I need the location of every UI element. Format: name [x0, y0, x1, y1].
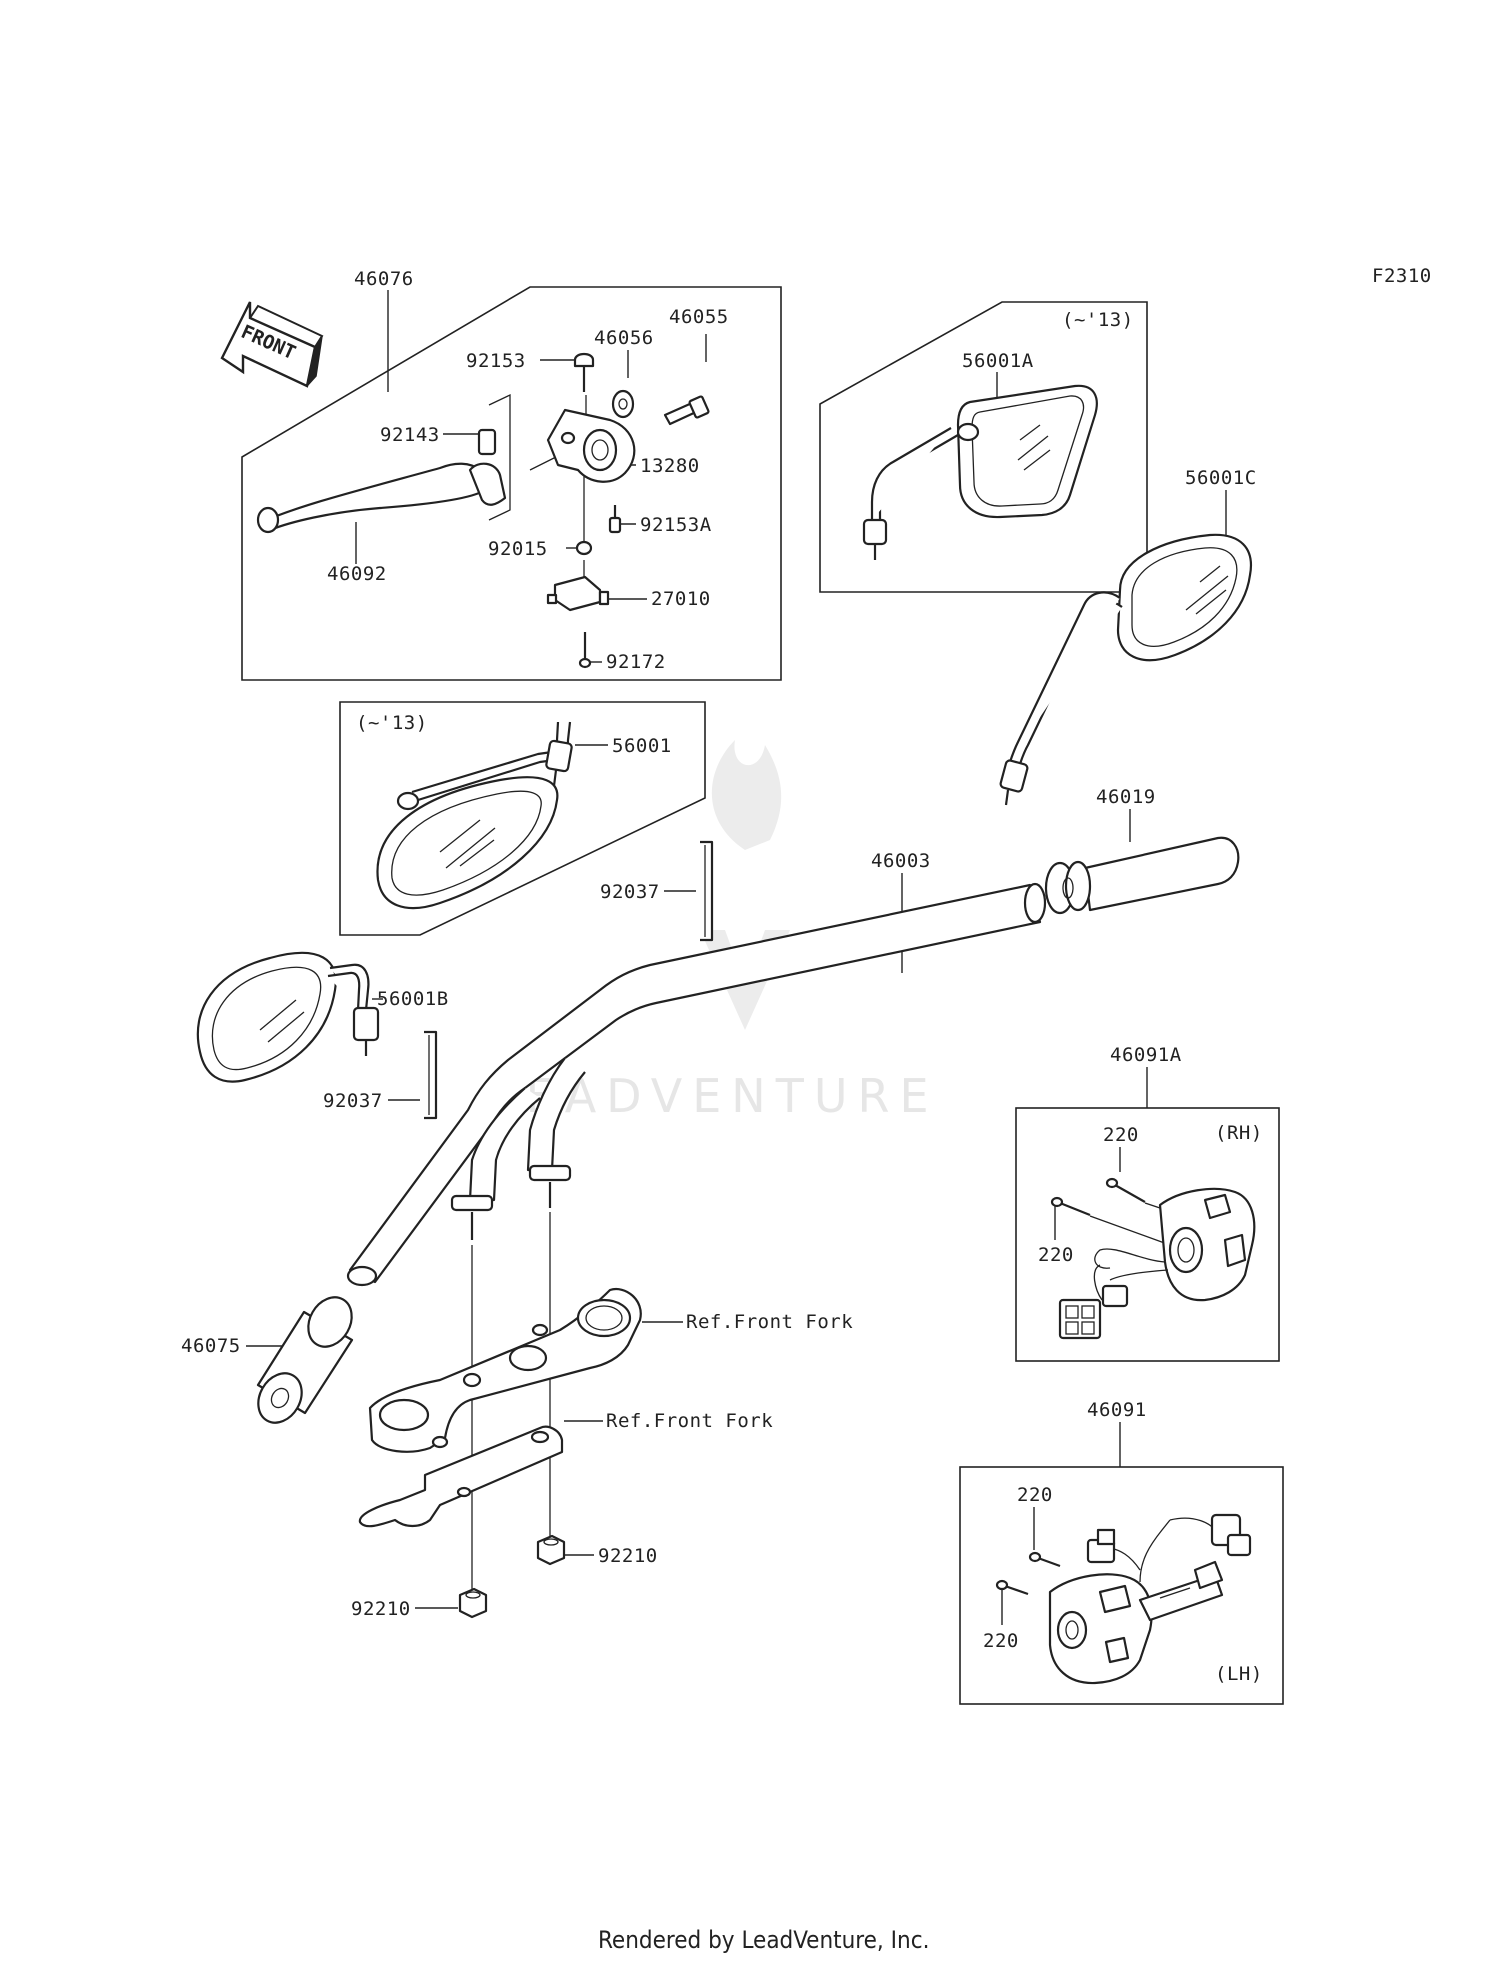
- year-note-b: (~'13): [356, 712, 428, 734]
- callout-92153a: 92153A: [640, 514, 712, 536]
- callout-220-d: 220: [983, 1630, 1019, 1652]
- mirror-56001-box: (~'13) 56001: [339, 701, 706, 936]
- handlebar-holder: Ref.Front Fork: [368, 1287, 853, 1453]
- callout-46091: 46091: [1087, 1399, 1147, 1421]
- callout-92153: 92153: [466, 350, 526, 372]
- ref-front-fork-2: Ref.Front Fork: [606, 1410, 773, 1432]
- handlebar-46003: 46003: [346, 850, 1047, 1590]
- grip-46075: 46075: [181, 1296, 354, 1424]
- callout-92037-a: 92037: [600, 881, 660, 903]
- callout-92172: 92172: [606, 651, 666, 673]
- callout-92210-b: 92210: [351, 1598, 411, 1620]
- callout-46019: 46019: [1096, 786, 1156, 808]
- callout-46076: 46076: [354, 268, 414, 290]
- front-arrow-icon: FRONT: [220, 301, 324, 388]
- callout-92143: 92143: [380, 424, 440, 446]
- grip-46019: 46019: [1044, 786, 1240, 915]
- nut-92210-a: 92210: [536, 1534, 658, 1567]
- callout-56001c: 56001C: [1185, 467, 1257, 489]
- callout-46092: 46092: [327, 563, 387, 585]
- callout-46075: 46075: [181, 1335, 241, 1357]
- figure-code: F2310: [1372, 265, 1432, 287]
- callout-92037-b: 92037: [323, 1090, 383, 1112]
- lh-note: (LH): [1215, 1663, 1263, 1685]
- callout-46056: 46056: [594, 327, 654, 349]
- mirror-56001c: 56001C: [999, 467, 1257, 806]
- ref-front-fork-1: Ref.Front Fork: [686, 1311, 853, 1333]
- callout-46091a: 46091A: [1110, 1044, 1182, 1066]
- callout-46055: 46055: [669, 306, 729, 328]
- nut-92210-b: 92210: [351, 1587, 488, 1620]
- callout-56001b: 56001B: [377, 988, 449, 1010]
- year-note-a: (~'13): [1062, 309, 1134, 331]
- mirror-56001b: 56001B: [196, 951, 449, 1083]
- bracket-plate: Ref.Front Fork: [358, 1410, 773, 1528]
- footer-text: Rendered by LeadVenture, Inc.: [598, 1926, 929, 1954]
- rh-note: (RH): [1215, 1122, 1263, 1144]
- callout-92210-a: 92210: [598, 1545, 658, 1567]
- callout-46003: 46003: [871, 850, 931, 872]
- cable-clip-92037-a: 92037: [600, 840, 714, 942]
- cable-clip-92037-b: 92037: [323, 1030, 438, 1120]
- lh-switch-box: 46091 (LH) 220 220: [959, 1399, 1284, 1705]
- callout-220-b: 220: [1038, 1244, 1074, 1266]
- callout-27010: 27010: [651, 588, 711, 610]
- callout-92015: 92015: [488, 538, 548, 560]
- lever-assembly-box: 46076 46055 46056 92153 92143 13280 9215…: [241, 268, 782, 681]
- callout-56001: 56001: [612, 735, 672, 757]
- callout-220-c: 220: [1017, 1484, 1053, 1506]
- callout-220-a: 220: [1103, 1124, 1139, 1146]
- callout-56001a: 56001A: [962, 350, 1034, 372]
- mirror-56001a-box: (~'13) 56001A: [819, 301, 1148, 593]
- rh-switch-box: 46091A (RH) 220 220: [1015, 1044, 1280, 1362]
- callout-13280: 13280: [640, 455, 700, 477]
